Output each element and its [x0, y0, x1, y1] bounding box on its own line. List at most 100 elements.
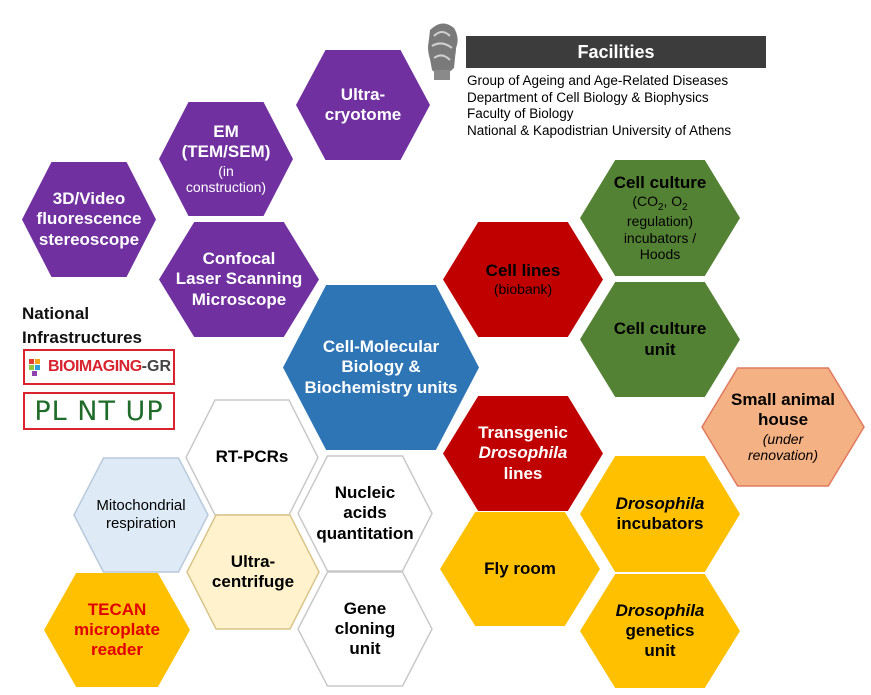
- hex-shape-ultracryotome: [296, 50, 430, 160]
- hex-label: Small animal: [731, 390, 835, 410]
- hex-shape-confocal: [159, 222, 319, 337]
- hex-label: incubators /: [623, 229, 697, 246]
- affiliation-block: Group of Ageing and Age-Related Diseases…: [467, 73, 731, 139]
- hex-label: incubators: [616, 514, 704, 533]
- hex-label: unit: [644, 339, 676, 359]
- affiliation-line: National & Kapodistrian University of At…: [467, 122, 732, 138]
- hex-small-animal-house: Small animal house (under renovation): [702, 368, 864, 486]
- hex-label: Cell lines: [485, 261, 561, 281]
- hex-label: Laser Scanning: [175, 269, 303, 289]
- hex-label: unit: [349, 639, 381, 659]
- national-label-line: National: [22, 304, 90, 323]
- hex-label: centrifuge: [211, 572, 295, 591]
- hex-shape-tecan: [44, 573, 190, 687]
- hex-label: cloning: [334, 618, 396, 638]
- hex-drosophila-genetics: Drosophila genetics unit: [580, 574, 740, 688]
- bioimaging-logo-text: BIOIMAGING: [48, 358, 142, 375]
- affiliation-line: Department of Cell Biology & Biophysics: [467, 89, 709, 105]
- hex-label: lines: [503, 463, 543, 483]
- hex-label: (in: [218, 162, 234, 179]
- hex-fly-room: Fly room: [440, 512, 600, 626]
- hex-label: (CO: [632, 193, 659, 210]
- hex-label: construction): [185, 179, 267, 196]
- hex-ultracryotome: Ultra- cryotome: [296, 50, 430, 160]
- hex-drosophila-incubators: Drosophila incubators: [580, 456, 740, 572]
- hex-label: Transgenic: [478, 423, 568, 443]
- hex-label: Microscope: [191, 289, 287, 309]
- hex-label: Confocal: [202, 249, 276, 269]
- hex-label: Nucleic: [334, 483, 396, 503]
- hex-label: Hoods: [639, 246, 681, 263]
- hex-nucleic-acids: Nucleic acids quantitation: [298, 456, 432, 571]
- hex-label: Drosophila: [615, 600, 705, 620]
- hex-shape-em: [159, 102, 293, 216]
- hex-cell-culture-incubators: Cell culture (CO2, O2 regulation) incuba…: [613, 173, 707, 263]
- hex-label: Cell culture: [613, 173, 707, 193]
- hex-label: Mitochondrial: [96, 497, 186, 515]
- hex-shape-dros-inc: [580, 456, 740, 572]
- hex-label: quantitation: [316, 523, 414, 543]
- hex-label: Biology &: [341, 357, 421, 377]
- hex-label: TECAN: [87, 599, 147, 619]
- hex-shape-cellmol: [283, 285, 479, 450]
- hex-label: unit: [644, 641, 676, 661]
- hex-shape-transgenic: [443, 396, 603, 511]
- hex-label: cryotome: [324, 105, 402, 124]
- hex-shape-flyroom: [440, 512, 600, 626]
- hex-label: Cell-Molecular: [322, 337, 440, 357]
- hex-cell-lines: Cell lines (biobank): [443, 222, 603, 337]
- hex-label: EM: [213, 122, 239, 142]
- hex-stereoscope: 3D/Video fluorescence stereoscope: [22, 162, 156, 277]
- facilities-title: Facilities: [466, 36, 766, 68]
- plant-up-logo-text: PL NT UP: [34, 395, 164, 427]
- affiliation-line: Faculty of Biology: [467, 106, 574, 121]
- hex-label: Ultra-: [340, 84, 386, 104]
- hex-ultracentrifuge: Ultra- centrifuge: [187, 515, 319, 629]
- hex-em: EM (TEM/SEM) (in construction): [159, 102, 293, 216]
- hex-label: reader: [91, 640, 143, 660]
- plant-up-logo: PL NT UP: [23, 392, 175, 430]
- hex-shape-cellculture-inc: [580, 160, 740, 276]
- hex-label: , O: [663, 193, 683, 210]
- hex-label: regulation): [626, 213, 694, 230]
- national-infrastructures-label: National Infrastructures: [22, 302, 142, 350]
- hex-transgenic-drosophila: Transgenic Drosophila lines: [443, 396, 603, 511]
- hex-label: Drosophila: [615, 493, 705, 513]
- hex-label: house: [757, 410, 809, 430]
- hex-shape-animal: [701, 367, 865, 487]
- hex-label: stereoscope: [38, 229, 140, 249]
- hex-label: respiration: [105, 515, 177, 532]
- hex-label: Fly room: [484, 558, 556, 578]
- hex-rt-pcrs: RT-PCRs: [186, 400, 318, 515]
- hex-shape-ultracentrifuge: [186, 514, 320, 630]
- hex-label: 3D/Video: [52, 189, 126, 209]
- affiliation-line: Group of Ageing and Age-Related Diseases: [467, 73, 729, 88]
- hex-shape-stereoscope: [22, 162, 156, 277]
- bioimaging-pixel-icon: [29, 357, 45, 377]
- bioimaging-logo-suffix: -GR: [141, 358, 171, 375]
- hex-label: microplate: [74, 619, 160, 639]
- hex-label: renovation): [747, 447, 819, 464]
- hex-shape-dros-gen: [580, 574, 740, 688]
- hex-label: (biobank): [493, 281, 553, 298]
- hex-shape-celllines: [443, 222, 603, 337]
- hex-label: fluorescence: [36, 209, 142, 229]
- university-logo: [428, 23, 458, 80]
- hex-confocal: Confocal Laser Scanning Microscope: [159, 222, 319, 337]
- hex-tecan: TECAN microplate reader: [44, 573, 190, 687]
- hex-shape-nucleic: [297, 455, 433, 572]
- hex-mitochondrial: Mitochondrial respiration: [74, 458, 208, 572]
- hex-shape-cellculture-unit: [580, 282, 740, 397]
- hex-cell-culture-unit: Cell culture unit: [580, 282, 740, 397]
- hex-label: (TEM/SEM): [181, 142, 271, 162]
- hex-cell-molecular: Cell-Molecular Biology & Biochemistry un…: [283, 285, 479, 450]
- hex-shape-mito: [73, 457, 209, 573]
- hex-label: Cell culture: [613, 319, 707, 339]
- national-label-line: Infrastructures: [22, 328, 142, 347]
- hex-label: (under: [762, 430, 804, 447]
- hex-gene-cloning: Gene cloning unit: [298, 572, 432, 686]
- hex-label: genetics: [625, 620, 695, 640]
- hex-shape-gene: [297, 571, 433, 687]
- hex-label: RT-PCRs: [215, 447, 289, 467]
